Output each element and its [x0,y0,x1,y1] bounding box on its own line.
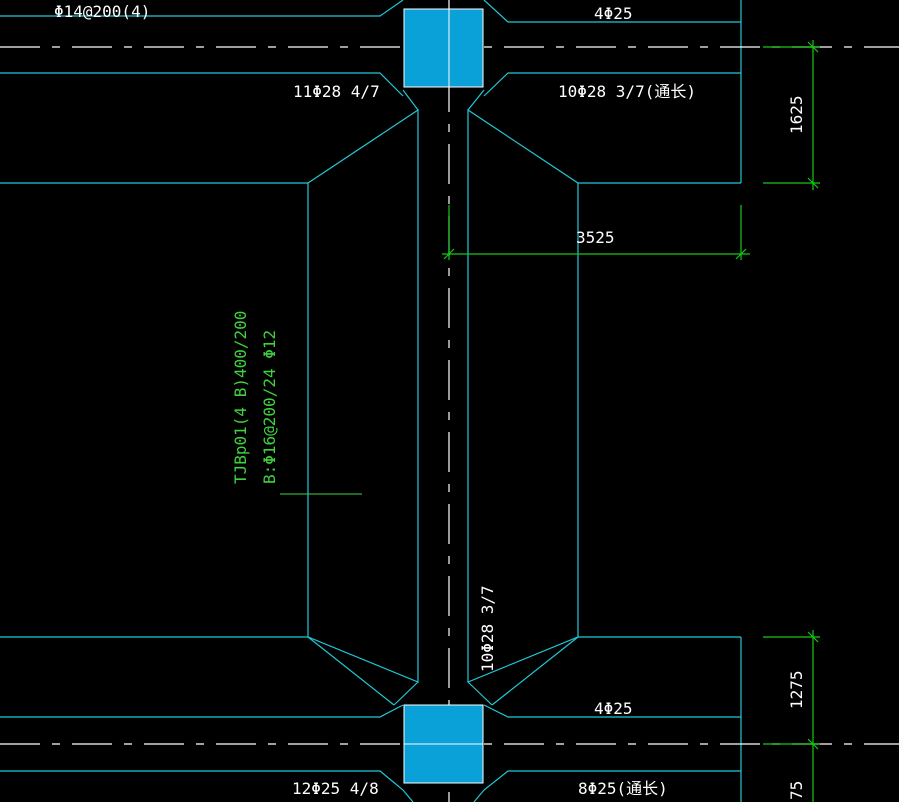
diag-top-right [467,89,485,111]
beam-label-line1[interactable]: TJBp01(4 B)400/200 [231,311,250,484]
right-footing-outline [467,108,741,683]
diag-bottom-right-a [491,636,579,706]
dim-right-top-tick-a [807,41,819,53]
label-bottom-right-top-bars[interactable]: 4Φ25 [594,699,633,718]
label-bottom-right-support-bars[interactable]: 8Φ25(通长) [578,779,668,798]
bottom-strip-lower-right-edge [473,770,741,802]
label-top-right-top-bars[interactable]: 4Φ25 [594,4,633,23]
dim-text-right-top[interactable]: 1625 [787,95,806,134]
bottom-strip-upper-right-edge [483,704,741,718]
top-strip-lower-right-edge [483,72,741,97]
diag-top-left [402,89,419,111]
top-strip-lower-left-edge [0,72,404,97]
dim-text-right-bottom-partial[interactable]: 75 [787,781,806,800]
label-bottom-left-support-bars[interactable]: 12Φ25 4/8 [292,779,379,798]
beam-outlines [0,0,742,802]
label-top-left-support-bars[interactable]: 11Φ28 4/7 [293,82,380,101]
diag-bottom-left-b [393,681,419,706]
label-beam-vertical-support[interactable]: 10Φ28 3/7 [478,585,497,672]
dim-right-bottom-tick-a [807,631,819,643]
diag-bottom-left-a [307,636,395,706]
dimension-lines [442,40,820,802]
annotations: Φ14@200(4) 4Φ25 11Φ28 4/7 10Φ28 3/7(通长) … [54,2,806,800]
dim-right-top-tick-b [807,177,819,189]
bottom-strip-lower-left-edge [0,770,414,802]
top-strip-upper-left-edge [0,0,404,17]
column-top[interactable] [403,8,484,88]
label-top-right-support-bars[interactable]: 10Φ28 3/7(通长) [558,82,696,101]
beam-label-line2[interactable]: B:Φ16@200/24 Φ12 [260,330,279,484]
dim-mid-tick-a [443,248,455,260]
bottom-strip-upper-left-edge [0,704,404,718]
diag-bottom-right-b [467,681,493,706]
columns [403,8,484,784]
dim-text-middle[interactable]: 3525 [576,228,615,247]
left-footing-outline-top [0,108,419,683]
dim-mid-tick-b [735,248,747,260]
dim-text-right-bottom[interactable]: 1275 [787,670,806,709]
dim-right-bottom-tick-b [807,738,819,750]
label-top-left-stirrup[interactable]: Φ14@200(4) [54,2,150,21]
top-strip-upper-right-edge [483,0,741,23]
